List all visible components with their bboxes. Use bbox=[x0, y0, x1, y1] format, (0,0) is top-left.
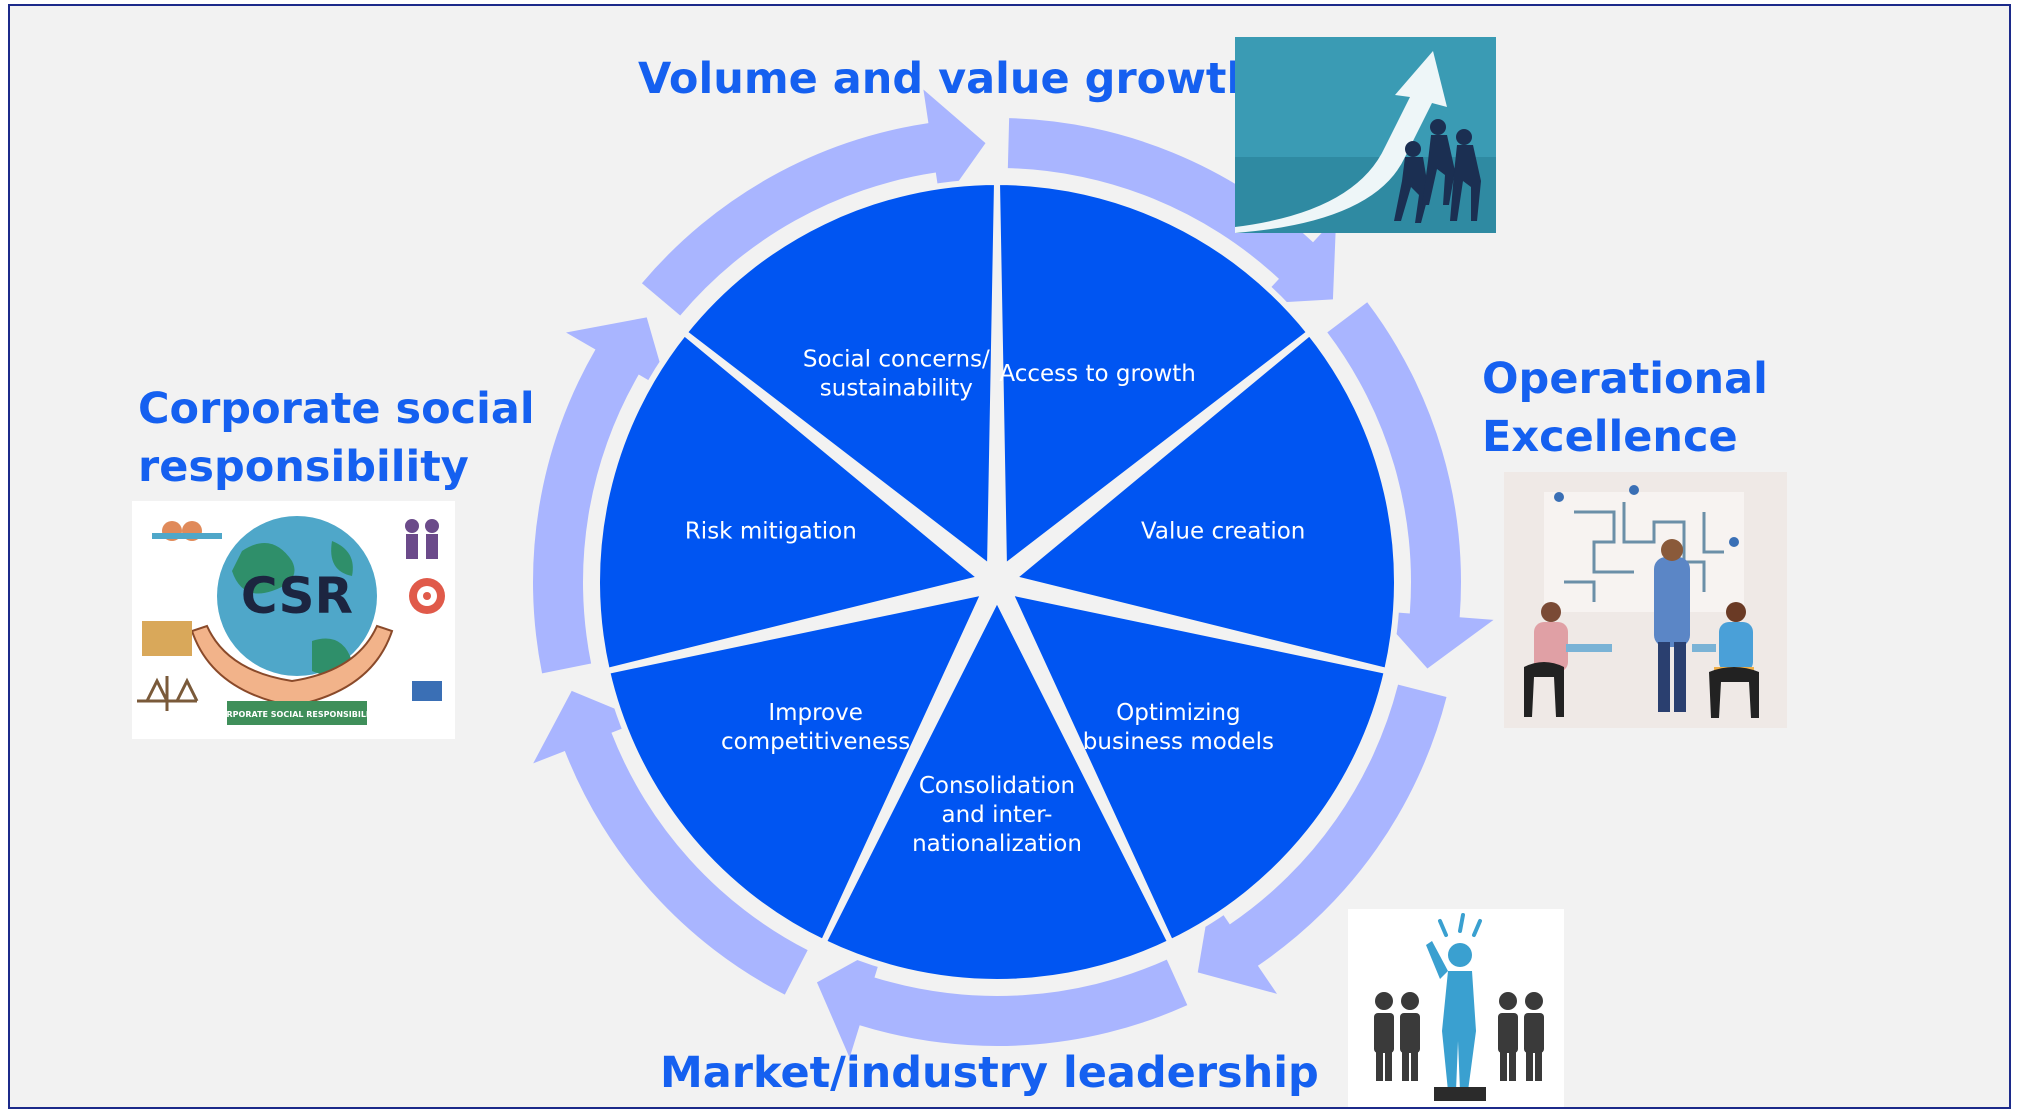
segment-label-line: and inter- bbox=[941, 802, 1052, 828]
heading-corporate-social-responsibility: Corporate social responsibility bbox=[138, 384, 535, 492]
csr-globe-hands-icon: CSR CORPORATE SOCIAL RESPONSIBILITY bbox=[132, 501, 455, 739]
segment-label-line: nationalization bbox=[912, 831, 1082, 857]
slide-frame: Volume and value growth Operational Exce… bbox=[8, 4, 2011, 1109]
segment-wedge bbox=[1006, 328, 1400, 675]
cycle-arrow bbox=[1007, 118, 1337, 304]
segment-label: Consolidation and inter-nationalization bbox=[912, 773, 1082, 857]
csr-badge-text: CSR bbox=[241, 567, 353, 625]
growth-arrow-team-icon bbox=[1235, 37, 1496, 233]
segment-label: Value creation bbox=[1141, 518, 1305, 544]
heading-operational-excellence: Operational Excellence bbox=[1482, 354, 1768, 462]
cycle-arrow bbox=[1197, 684, 1447, 994]
segment-label: Access to growth bbox=[999, 361, 1195, 387]
segment-label-line: Social concerns/ bbox=[803, 346, 990, 372]
segment-label: Social concerns/sustainability bbox=[803, 346, 990, 401]
segment-wheel bbox=[594, 178, 1400, 985]
segment-label-line: Value creation bbox=[1141, 518, 1305, 544]
segment-wedge bbox=[819, 591, 1175, 985]
heading-volume-value-growth: Volume and value growth bbox=[638, 54, 1258, 104]
segment-label: Optimizing business models bbox=[1083, 700, 1274, 755]
cycle-arrow bbox=[816, 944, 1188, 1058]
segment-wedge bbox=[594, 328, 988, 675]
cycle-arrow bbox=[641, 89, 986, 316]
csr-banner-text: CORPORATE SOCIAL RESPONSIBILITY bbox=[214, 710, 381, 719]
segment-label: Risk mitigation bbox=[685, 518, 857, 544]
heading-market-industry-leadership: Market/industry leadership bbox=[660, 1048, 1319, 1098]
leader-group-icon bbox=[1348, 909, 1564, 1107]
segment-label-line: Optimizing bbox=[1116, 700, 1241, 726]
segment-label: Improve competitiveness bbox=[721, 700, 910, 755]
segment-wedge bbox=[1004, 587, 1391, 947]
cycle-arrow bbox=[533, 317, 669, 674]
segment-wedge bbox=[993, 178, 1314, 574]
segment-wedge bbox=[603, 587, 990, 947]
segment-label-line: business models bbox=[1083, 729, 1274, 755]
segment-label-line: competitiveness bbox=[721, 729, 910, 755]
cycle-arrow bbox=[1327, 302, 1494, 669]
cycle-arrow bbox=[533, 690, 808, 995]
segment-label-line: Improve bbox=[768, 700, 863, 726]
arrow-ring bbox=[533, 89, 1494, 1058]
segment-label-line: Consolidation bbox=[919, 773, 1075, 799]
team-maze-planning-icon bbox=[1504, 472, 1787, 728]
segment-label-line: Access to growth bbox=[999, 361, 1195, 387]
segment-wedge bbox=[680, 178, 1001, 574]
segment-label-line: Risk mitigation bbox=[685, 518, 857, 544]
segment-label-line: sustainability bbox=[820, 375, 973, 401]
